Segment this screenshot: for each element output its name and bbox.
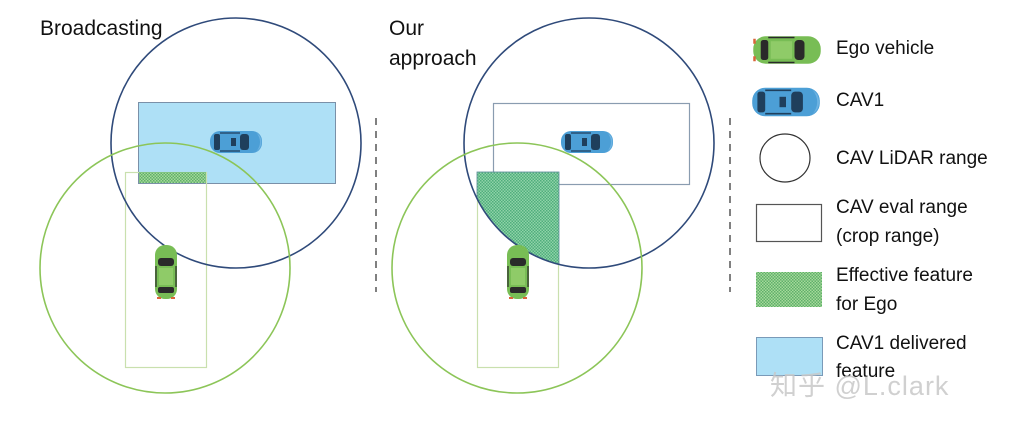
- effective-feature-strip: [139, 172, 206, 183]
- legend-label-effective-feature-line1: Effective feature: [836, 265, 973, 286]
- legend-cav-car-icon: [751, 86, 821, 118]
- legend-ego-car-icon: [752, 35, 822, 65]
- cav-lidar-range-circle: [110, 17, 362, 269]
- cav1-car-icon-right: [560, 130, 614, 154]
- ego-car-icon: [154, 244, 178, 300]
- legend-label-effective-feature-line2: for Ego: [836, 294, 898, 315]
- cav-eval-range-rect: [492, 102, 691, 186]
- legend-rect-outline-icon: [755, 203, 823, 243]
- ego-car-icon-right: [506, 244, 530, 300]
- legend-label-eval-range-line1: CAV eval range: [836, 197, 968, 218]
- broadcasting-title: Broadcasting: [40, 17, 163, 40]
- our-approach-panel: [391, 17, 715, 394]
- legend-hatched-icon: [756, 272, 822, 307]
- broadcasting-panel: [39, 17, 362, 394]
- legend-symbols: [751, 35, 823, 376]
- legend-label-eval-range-line2: (crop range): [836, 226, 940, 247]
- our-approach-title-line2: approach: [389, 47, 477, 70]
- legend-light-blue-icon: [756, 337, 823, 376]
- legend-label-delivered-feature-line1: CAV1 delivered: [836, 333, 967, 354]
- ego-lidar-range-circle-right: [391, 142, 643, 394]
- legend-circle-icon: [759, 133, 811, 183]
- our-approach-title-line1: Our: [389, 17, 425, 40]
- cav1-car-icon: [209, 130, 263, 154]
- watermark: 知乎 @L.clark: [770, 371, 950, 401]
- legend-label-lidar-range: CAV LiDAR range: [836, 148, 988, 169]
- legend-label-cav1: CAV1: [836, 90, 885, 111]
- cav-lidar-range-circle-right: [463, 17, 715, 269]
- legend-label-delivered-feature-line2: feature: [836, 361, 896, 382]
- legend-label-ego-vehicle: Ego vehicle: [836, 38, 935, 59]
- ego-lidar-range-circle: [39, 142, 291, 394]
